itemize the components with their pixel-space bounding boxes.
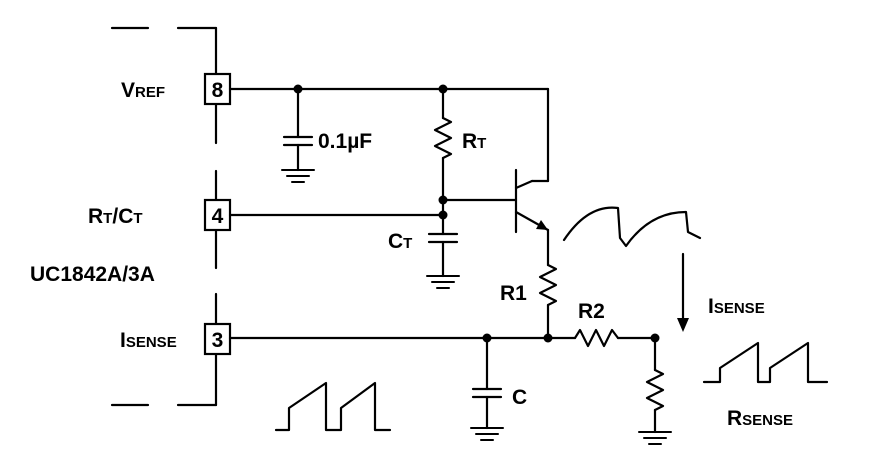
ic-part-number: UC1842A/3A	[30, 263, 155, 286]
ic-outline	[110, 26, 218, 407]
capacitor-ct-label: CT	[388, 230, 412, 253]
pin-4-rtct: 4	[203, 198, 232, 232]
resistor-r1	[538, 263, 558, 340]
isense-waveform-label: ISENSE	[708, 295, 765, 318]
capacitor-ct	[427, 213, 459, 278]
pin-8-vref: 8	[203, 72, 232, 106]
rsense-label: RSENSE	[727, 407, 793, 430]
capacitor-c	[471, 336, 503, 430]
ground-symbol-rsense	[638, 431, 672, 445]
pin-3-label: ISENSE	[120, 329, 177, 352]
pin-4-number: 4	[212, 205, 224, 228]
capacitor-c-label: C	[512, 386, 527, 409]
pin-3-isense: 3	[203, 322, 232, 356]
transistor-npn	[441, 168, 550, 267]
ground-symbol-vref-cap	[281, 169, 315, 183]
isense-sum-waveform	[702, 341, 829, 384]
capacitor-0-1uf	[282, 87, 314, 172]
resistor-rt-label: RT	[462, 130, 486, 153]
ground-symbol-c	[470, 427, 504, 441]
pin-3-number: 3	[212, 329, 224, 352]
ground-symbol-ct	[426, 275, 460, 289]
resistor-r2-label: R2	[578, 300, 605, 323]
resistor-r1-label: R1	[500, 282, 527, 305]
resistor-rsense	[645, 336, 665, 434]
resistor-rt	[433, 87, 453, 205]
down-arrow-icon	[677, 252, 689, 332]
isense-wire	[228, 333, 577, 343]
current-sense-waveform	[274, 381, 392, 432]
pin-8-number: 8	[212, 79, 224, 102]
oscillator-ramp-waveform	[562, 206, 702, 248]
vref-rail	[228, 84, 550, 183]
rtct-wire	[228, 198, 448, 220]
pin-8-label: VREF	[121, 79, 165, 102]
resistor-r2	[573, 328, 660, 348]
capacitor-0-1uf-label: 0.1µF	[318, 130, 372, 153]
pin-4-label: RT/CT	[88, 205, 143, 228]
